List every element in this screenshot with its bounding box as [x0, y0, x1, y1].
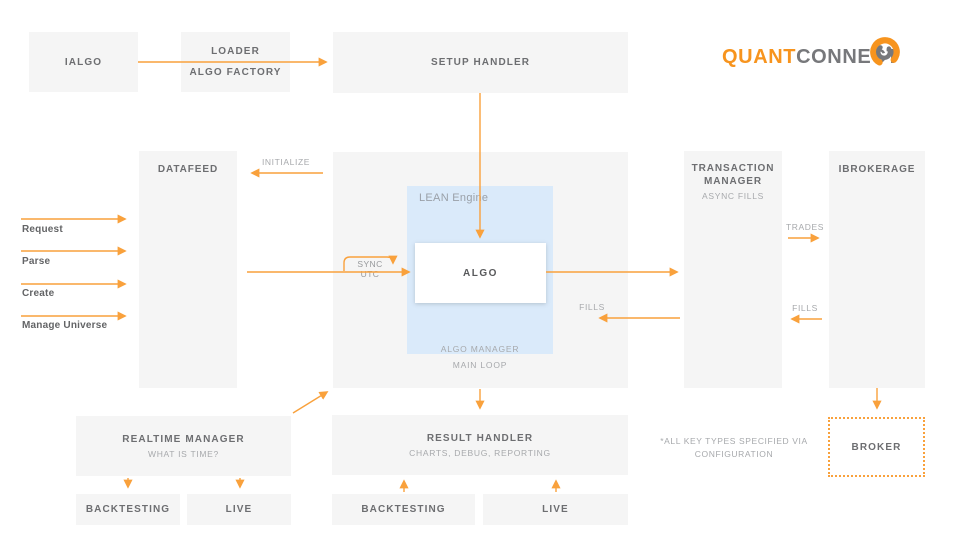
- fills-label-algo: FILLS: [579, 302, 605, 312]
- sync-utc-label: SYNC UTC: [357, 259, 383, 279]
- live-left-box: LIVE: [187, 494, 291, 525]
- datafeed-input-request: Request: [22, 224, 63, 235]
- algo-title: ALGO: [463, 267, 498, 279]
- ialgo-title: IALGO: [64, 56, 103, 68]
- configuration-note: *ALL KEY TYPES SPECIFIED VIA CONFIGURATI…: [653, 435, 815, 461]
- realtime-manager-title: REALTIME MANAGER: [122, 433, 245, 445]
- algo-manager-label: ALGO MANAGER: [440, 344, 520, 354]
- datafeed-input-parse: Parse: [22, 256, 51, 267]
- datafeed-input-create: Create: [22, 288, 55, 299]
- logo-text-quant: QUANT: [722, 46, 797, 68]
- fills-label-broker: FILLS: [792, 303, 818, 313]
- datafeed-box: DATAFEED: [139, 151, 237, 388]
- quantconnect-swirl-icon: [870, 37, 900, 67]
- ibrokerage-title: IBROKERAGE: [838, 164, 916, 175]
- live-center-box: LIVE: [483, 494, 628, 525]
- loader-box: LOADER ALGO FACTORY: [181, 32, 290, 92]
- result-handler-box: RESULT HANDLER CHARTS, DEBUG, REPORTING: [332, 415, 628, 475]
- trades-label: TRADES: [785, 222, 825, 232]
- realtime-manager-box: REALTIME MANAGER WHAT IS TIME?: [76, 416, 291, 476]
- algo-factory-title: ALGO FACTORY: [189, 67, 282, 78]
- backtesting-center-box: BACKTESTING: [332, 494, 475, 525]
- transaction-manager-title: TRANSACTION MANAGER: [691, 163, 775, 187]
- configuration-note-line1: *ALL KEY TYPES SPECIFIED VIA: [660, 436, 808, 446]
- broker-box: BROKER: [828, 417, 925, 477]
- lean-engine-title: LEAN Engine: [419, 192, 489, 204]
- loader-title: LOADER: [211, 46, 260, 57]
- transaction-manager-box: TRANSACTION MANAGER ASYNC FILLS: [684, 151, 782, 388]
- datafeed-title: DATAFEED: [157, 164, 219, 175]
- result-handler-title: RESULT HANDLER: [426, 432, 534, 444]
- algo-box: ALGO: [415, 243, 546, 303]
- main-loop-label: MAIN LOOP: [452, 360, 508, 370]
- datafeed-input-manage-universe: Manage Universe: [22, 320, 108, 331]
- initialize-label: INITIALIZE: [261, 157, 311, 167]
- transaction-manager-subtitle: ASYNC FILLS: [701, 191, 765, 201]
- backtesting-left-box: BACKTESTING: [76, 494, 180, 525]
- ialgo-box: IALGO: [29, 32, 138, 92]
- ibrokerage-box: IBROKERAGE: [829, 151, 925, 388]
- setup-handler-box: SETUP HANDLER: [333, 32, 628, 93]
- result-handler-subtitle: CHARTS, DEBUG, REPORTING: [409, 447, 551, 458]
- configuration-note-line2: CONFIGURATION: [694, 449, 774, 459]
- arrow-realtime-to-mainloop: [292, 391, 329, 414]
- broker-title: BROKER: [851, 441, 902, 453]
- setup-handler-title: SETUP HANDLER: [430, 57, 531, 68]
- realtime-manager-subtitle: WHAT IS TIME?: [148, 448, 219, 459]
